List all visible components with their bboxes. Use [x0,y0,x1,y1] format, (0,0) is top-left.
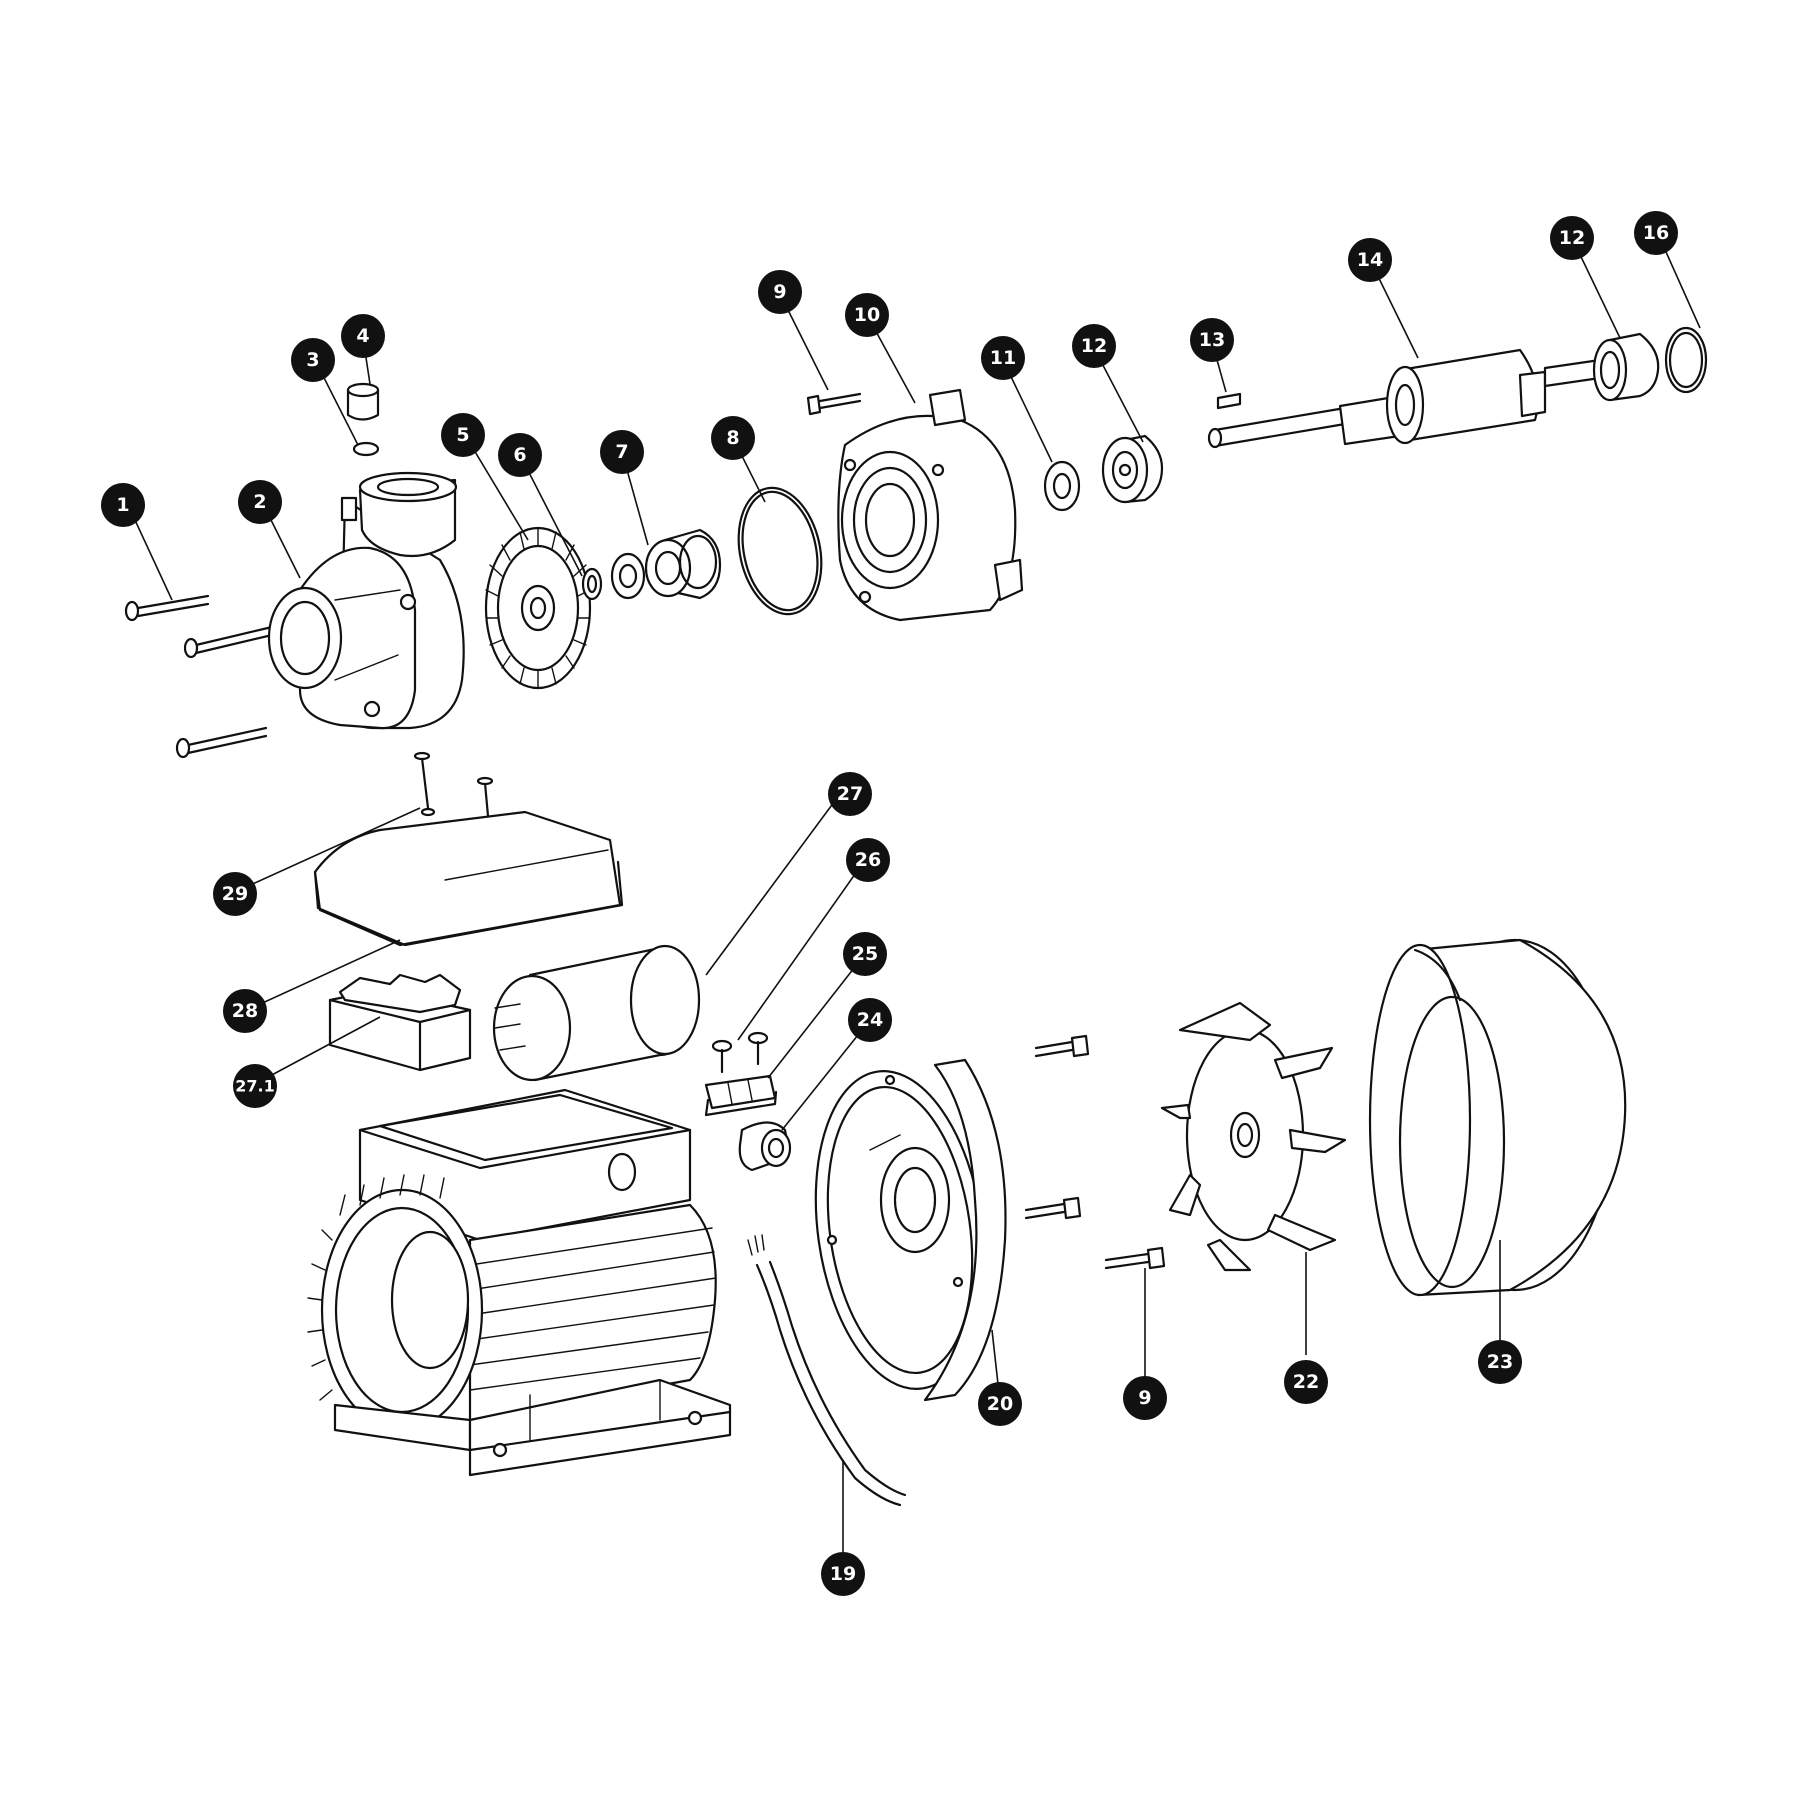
callout-27-1: 27.1 [233,1064,277,1108]
part-9-bolts-bottom [1024,1034,1166,1270]
svg-text:26: 26 [855,849,881,871]
callout-10: 10 [845,293,889,337]
svg-text:10: 10 [854,304,880,326]
part-12-bearing-front [1101,434,1164,504]
callout-23: 23 [1478,1340,1522,1384]
part-12-bearing-rear [1592,332,1660,402]
part-3-small-o-ring [352,441,380,457]
part-9-bolt-top [806,392,862,416]
svg-text:27: 27 [837,783,863,805]
svg-text:9: 9 [773,281,786,303]
part-6-washer [581,567,603,601]
callout-27: 27 [828,772,872,816]
svg-text:12: 12 [1559,227,1585,249]
callout-13: 13 [1190,318,1234,362]
svg-text:27.1: 27.1 [235,1077,274,1096]
svg-text:23: 23 [1487,1351,1513,1373]
callout-1: 1 [101,483,145,527]
svg-text:1: 1 [116,494,129,516]
callout-7: 7 [600,430,644,474]
callout-24: 24 [848,998,892,1042]
callout-5: 5 [441,413,485,457]
callout-16: 16 [1634,211,1678,255]
svg-text:5: 5 [456,424,469,446]
callout-25: 25 [843,932,887,976]
callout-9-top: 9 [758,270,802,314]
callout-12-rear: 12 [1550,216,1594,260]
svg-text:4: 4 [356,325,369,347]
part-19-power-cable [747,1234,907,1507]
part-20-end-shield [814,1058,1007,1402]
svg-text:12: 12 [1081,335,1107,357]
svg-text:16: 16 [1643,222,1669,244]
svg-text:19: 19 [830,1563,856,1585]
svg-text:28: 28 [232,1000,258,1022]
svg-text:14: 14 [1357,249,1383,271]
part-4-drain-plug [346,382,380,421]
part-27-capacitor [492,944,701,1082]
part-27-1-terminal-block [328,973,472,1072]
part-7-mechanical-seal [610,528,722,600]
svg-text:13: 13 [1199,329,1225,351]
callout-4: 4 [341,314,385,358]
motor-body [307,1088,732,1477]
callout-12-front: 12 [1072,324,1116,368]
callout-14: 14 [1348,238,1392,282]
callout-22: 22 [1284,1360,1328,1404]
part-16-circlip [1664,326,1708,394]
svg-text:20: 20 [987,1393,1013,1415]
part-1-screws [124,594,274,759]
callout-8: 8 [711,416,755,460]
callout-20: 20 [978,1382,1022,1426]
part-11-washer [1043,460,1081,512]
svg-text:22: 22 [1293,1371,1319,1393]
svg-text:29: 29 [222,883,248,905]
svg-text:11: 11 [990,347,1016,369]
callout-26: 26 [846,838,890,882]
svg-text:2: 2 [253,491,266,513]
callout-2: 2 [238,480,282,524]
svg-text:24: 24 [857,1009,883,1031]
callout-3: 3 [291,338,335,382]
svg-text:6: 6 [513,444,526,466]
part-28-terminal-cover [313,810,624,947]
part-26-bolts [711,1031,769,1074]
part-10-motor-bracket [837,388,1024,622]
svg-text:25: 25 [852,943,878,965]
svg-text:8: 8 [726,427,739,449]
part-24-cable-gland [738,1121,792,1172]
svg-text:3: 3 [306,349,319,371]
part-2-pump-housing [267,471,465,730]
callout-6: 6 [498,433,542,477]
callout-29: 29 [213,872,257,916]
part-13-shaft-key [1216,392,1242,410]
part-8-o-ring [737,486,823,616]
callout-19: 19 [821,1552,865,1596]
part-22-cooling-fan [1160,1001,1347,1272]
part-5-impeller [484,526,592,690]
part-14-rotor-shaft [1207,348,1602,449]
callout-9-bottom: 9 [1123,1376,1167,1420]
svg-text:9: 9 [1138,1387,1151,1409]
part-23-fan-cover [1368,938,1627,1297]
callout-11: 11 [981,336,1025,380]
svg-text:7: 7 [615,441,628,463]
part-25-cable-clamp [704,1074,778,1117]
callout-28: 28 [223,989,267,1033]
